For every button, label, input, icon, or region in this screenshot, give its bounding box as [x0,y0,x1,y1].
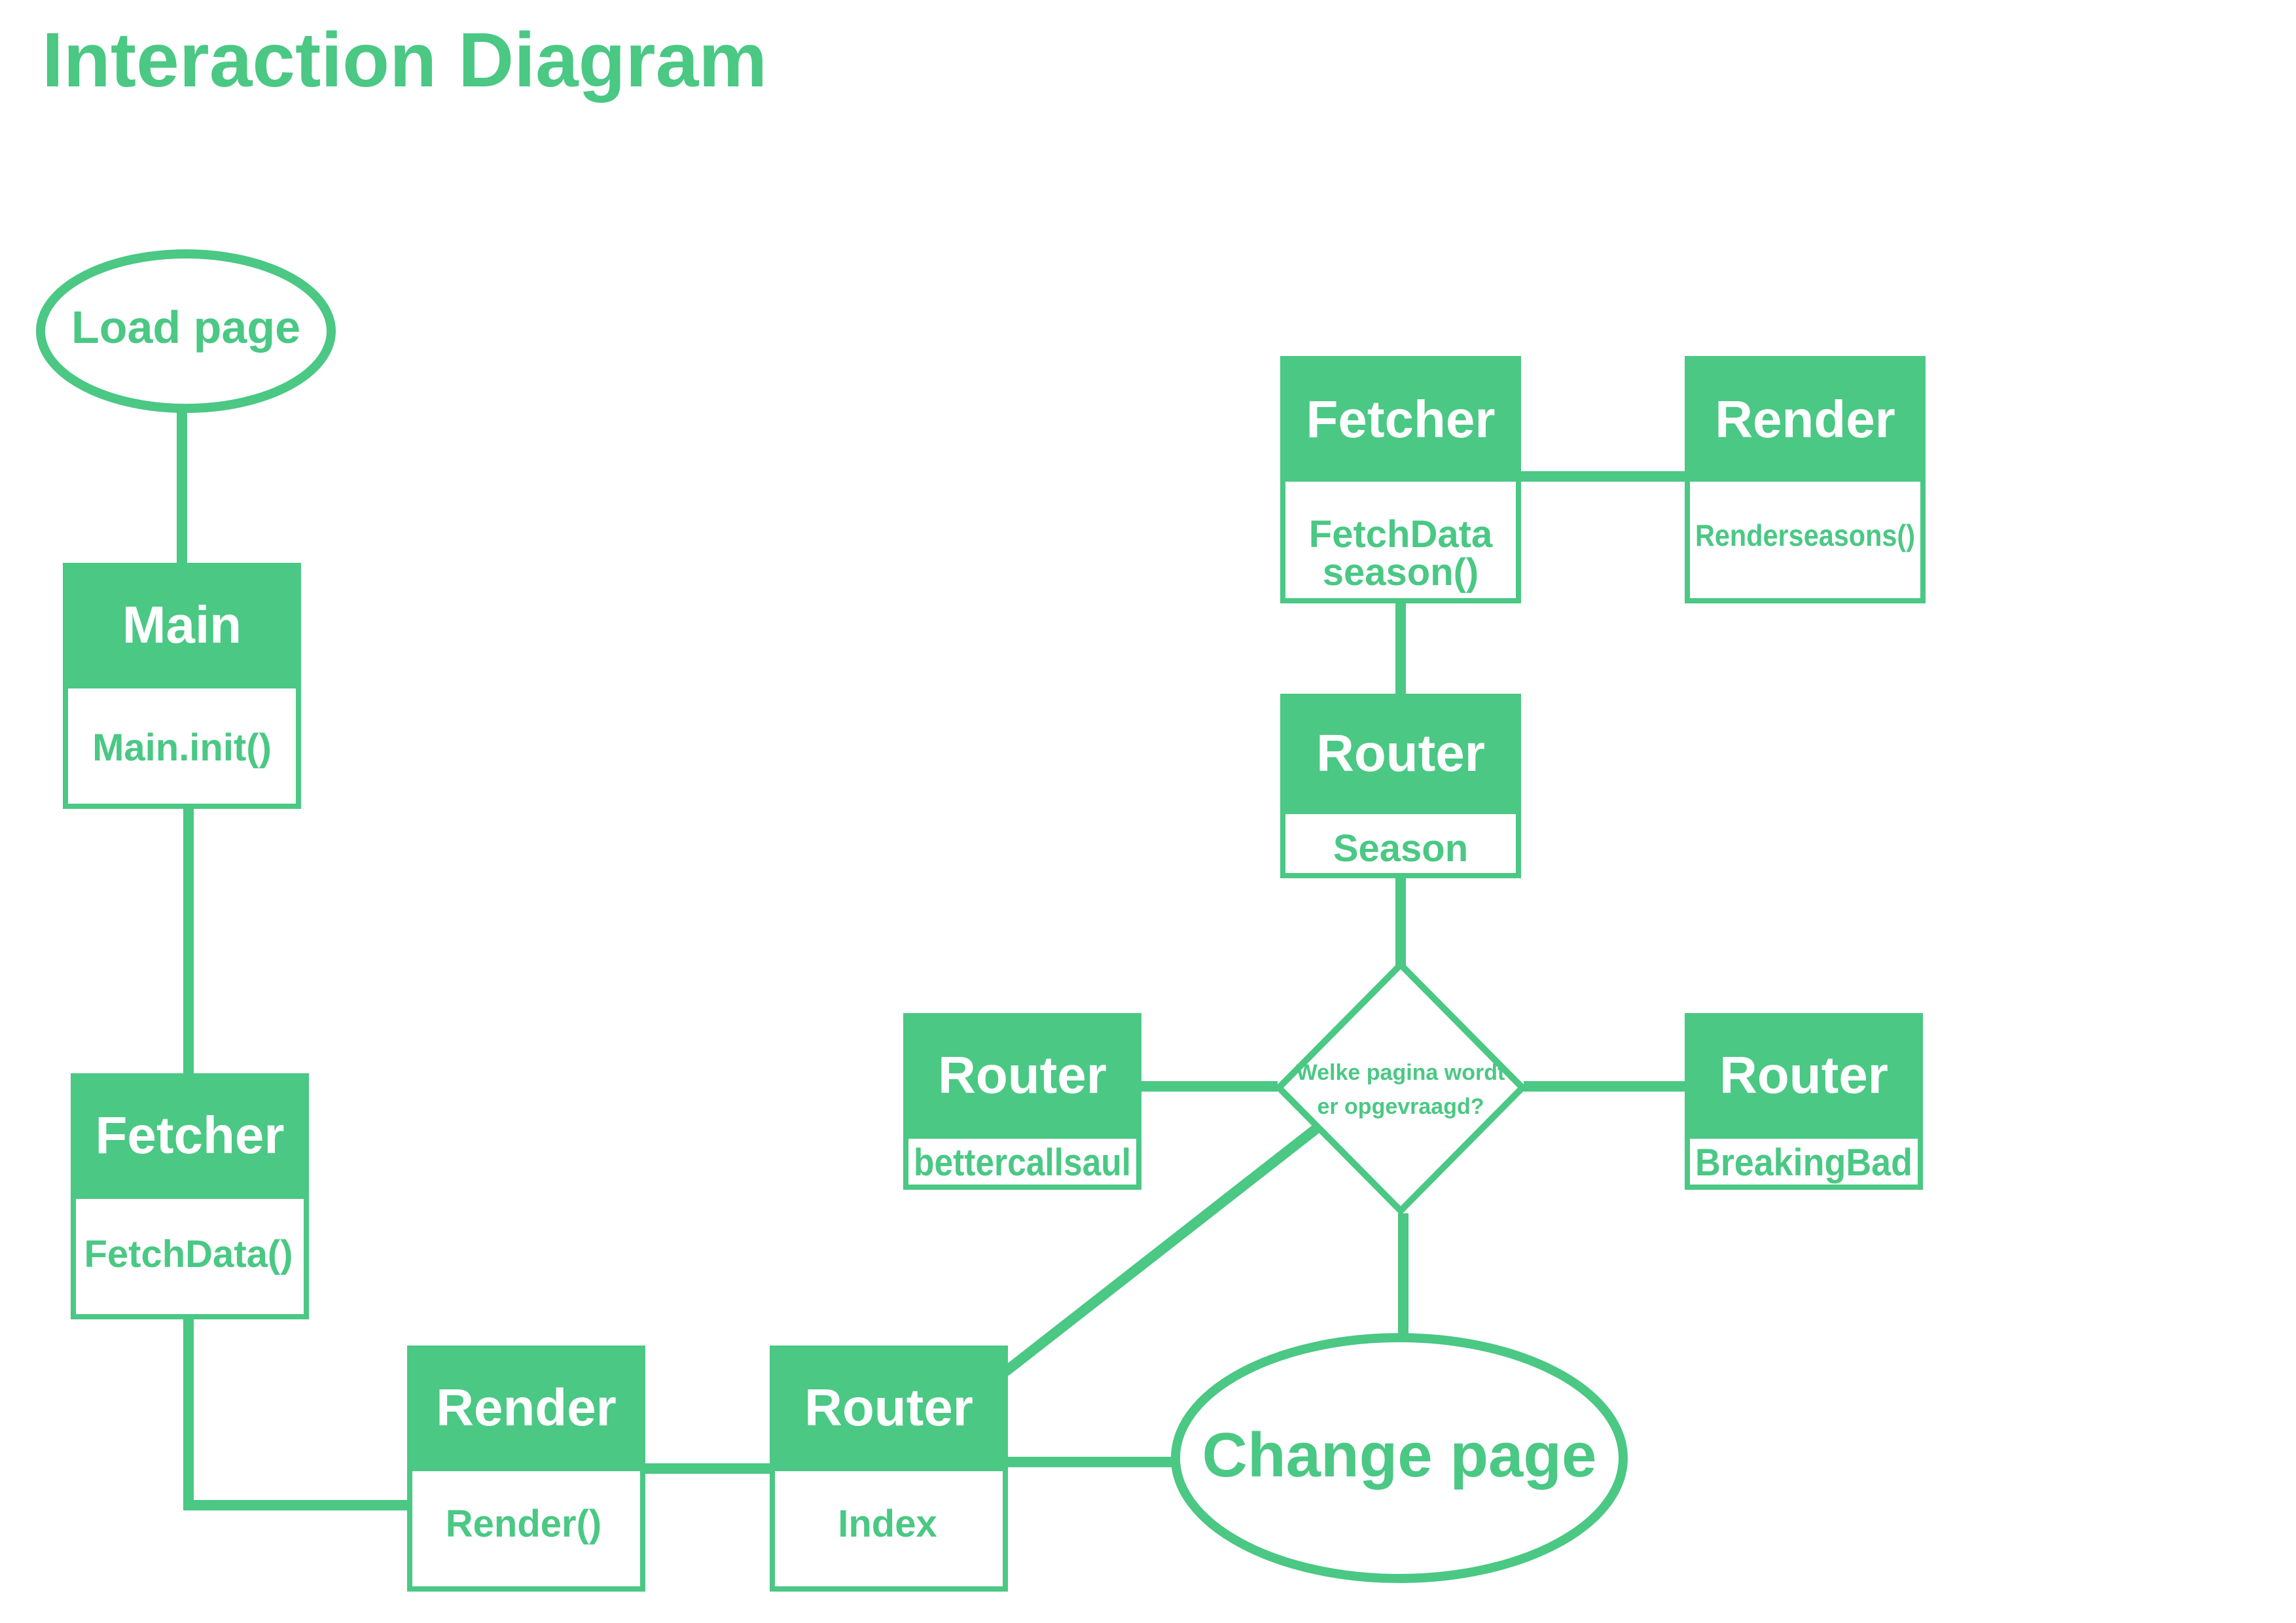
router-bcs-header-label: Router [938,1046,1107,1104]
render-seasons-node: Render Renderseasons() [1685,356,1926,603]
render-main-header-box [407,1346,645,1471]
connectors [177,412,1689,1510]
decision-shape [1274,959,1528,1216]
router-season-header-box [1280,694,1521,814]
fetcher-main-header-box [71,1073,309,1199]
router-bcs-node: Router bettercallsaul [903,1013,1141,1190]
router-index-node: Router Index [770,1346,1008,1592]
fetcher-season-body-line-1: FetchData [1309,513,1493,556]
load-page-shape [36,249,336,413]
connector-router-decision [1002,1124,1320,1376]
render-seasons-header-box [1685,356,1926,482]
fetcher-season-node: Fetcher FetchData season() [1280,356,1521,603]
router-season-header-label: Router [1316,724,1485,782]
fetcher-season-header-label: Fetcher [1306,390,1496,448]
render-main-node: Render Render() [407,1346,645,1592]
load-page-node: Load page [36,249,336,413]
main-header-box [63,563,301,688]
fetcher-main-header-label: Fetcher [96,1106,285,1164]
main-node: Main Main.init() [63,563,301,809]
render-main-body-label: Render() [446,1503,601,1545]
router-bb-header-label: Router [1719,1046,1888,1104]
fetcher-main-body-label: FetchData() [84,1233,293,1275]
change-page-label: Change page [1202,1420,1597,1490]
router-index-header-label: Router [804,1378,973,1436]
main-body-label: Main.init() [92,726,272,769]
render-seasons-body-label: Renderseasons() [1695,518,1915,552]
decision-label-line-1: Welke pagina wordt [1297,1060,1505,1085]
change-page-node: Change page [1171,1333,1628,1583]
change-page-shape [1171,1333,1628,1583]
fetcher-season-body-line-2: season() [1323,551,1479,594]
router-season-node: Router Season [1280,694,1521,878]
load-page-label: Load page [71,302,300,353]
router-bcs-body-label: bettercallsaul [914,1141,1131,1184]
router-index-body-label: Index [838,1503,937,1545]
main-header-label: Main [122,596,242,654]
page-title: Interaction Diagram [42,17,767,103]
router-season-body-label: Season [1333,827,1468,870]
connector-fetcher-render [183,1318,411,1510]
router-index-header-box [770,1346,1008,1471]
decision-node: Welke pagina wordt er opgevraagd? [1274,959,1528,1216]
router-bcs-header-box [903,1013,1141,1139]
decision-label-line-2: er opgevraagd? [1317,1094,1484,1119]
router-bb-body-label: BreakingBad [1695,1141,1912,1184]
fetcher-main-node: Fetcher FetchData() [71,1073,309,1319]
render-main-header-label: Render [436,1378,617,1436]
router-bb-node: Router BreakingBad [1685,1013,1923,1190]
fetcher-season-header-box [1280,356,1521,482]
router-bb-header-box [1685,1013,1923,1139]
render-seasons-header-label: Render [1715,390,1895,448]
